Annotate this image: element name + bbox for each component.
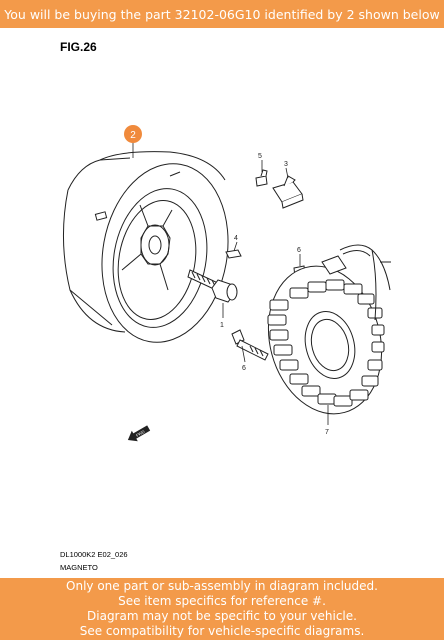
bottom-banner-line-3: Diagram may not be specific to your vehi… xyxy=(87,609,357,623)
diagram-code: DL1000K2 E02_026 xyxy=(60,550,128,559)
top-banner: You will be buying the part 32102-06G10 … xyxy=(0,0,444,28)
bottom-banner-line-1: Only one part or sub-assembly in diagram… xyxy=(66,579,378,593)
callout-4[interactable]: 1 xyxy=(220,322,224,329)
rotor-drawing xyxy=(62,151,229,343)
bracket-3-drawing xyxy=(272,175,304,209)
bottom-banner-line-2: See item specifics for reference #. xyxy=(118,594,326,608)
parts-diagram: 2 5 3 4 6 1 6 7 FWD xyxy=(62,125,391,442)
bolt-6-top-drawing xyxy=(255,169,268,187)
fwd-arrow-icon: FWD xyxy=(127,425,151,442)
top-banner-text: You will be buying the part 32102-06G10 … xyxy=(4,6,440,22)
key-5-drawing xyxy=(225,249,242,259)
callout-7[interactable]: 6 xyxy=(242,365,246,372)
bottom-banner-line-4: See compatibility for vehicle-specific d… xyxy=(79,624,365,638)
callout-5[interactable]: 4 xyxy=(234,235,238,242)
bolt-4-drawing xyxy=(187,269,238,303)
bottom-banner: Only one part or sub-assembly in diagram… xyxy=(0,578,444,640)
callout-2-label: 2 xyxy=(130,130,136,141)
figure-title: FIG.26 xyxy=(60,40,97,54)
bolt-7-drawing xyxy=(231,329,269,361)
callout-6-top[interactable]: 5 xyxy=(258,153,262,160)
stator-1-drawing xyxy=(267,244,391,415)
diagram-name: MAGNETO xyxy=(60,563,98,572)
callout-1[interactable]: 7 xyxy=(325,429,329,436)
callout-highlight-2[interactable]: 2 xyxy=(124,125,142,143)
callout-3[interactable]: 3 xyxy=(284,161,288,168)
fwd-label: FWD xyxy=(135,429,145,438)
leader-lines xyxy=(132,142,329,425)
callout-6-right[interactable]: 6 xyxy=(297,247,301,254)
